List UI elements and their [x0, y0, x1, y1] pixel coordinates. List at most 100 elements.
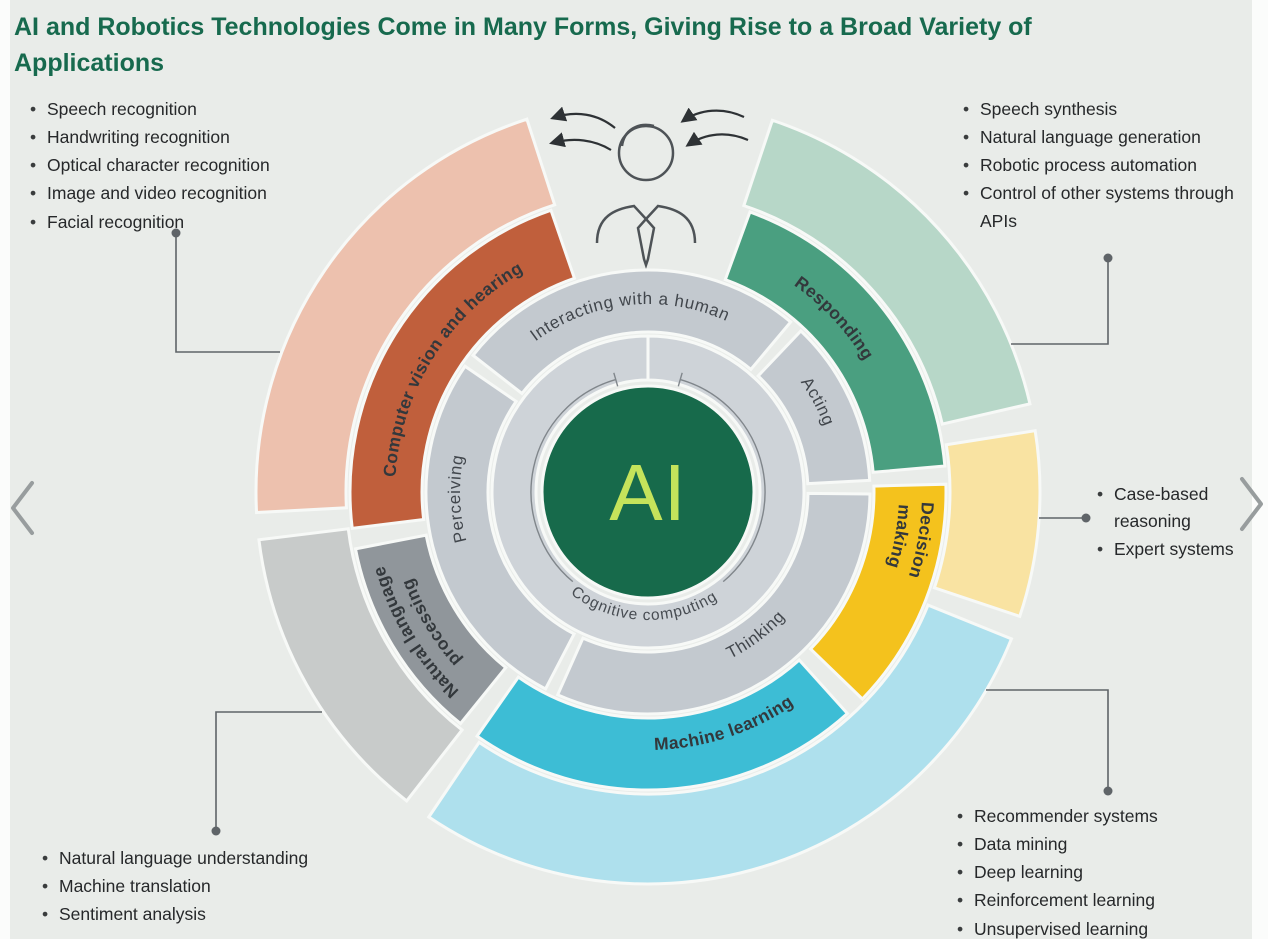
person-icon: [595, 123, 697, 269]
list-item: • Natural language understanding: [42, 845, 422, 872]
person-hair: [620, 123, 655, 147]
list-item: • Control of other systems through APIs: [963, 180, 1247, 234]
list-item-label: Image and video recognition: [47, 183, 267, 204]
list-item-label: Optical character recognition: [47, 155, 270, 176]
list-item: • Machine translation: [42, 873, 422, 900]
list-item: •Handwriting recognition: [30, 124, 360, 151]
bullet-icon: •: [963, 127, 970, 148]
bracket-cap: [677, 372, 683, 387]
list-item-label: Sentiment analysis: [59, 904, 206, 925]
bullet-icon: •: [1097, 539, 1104, 560]
page-title: AI and Robotics Technologies Come in Man…: [14, 10, 1174, 81]
connector-dot: [211, 826, 221, 836]
arrow-out-top-icon: [550, 106, 616, 129]
bullet-icon: •: [957, 806, 964, 826]
bullet-icon: •: [963, 99, 970, 119]
inner-ring: [490, 334, 806, 650]
arrow-out-bottom-icon: [549, 132, 612, 151]
bullet-icon: •: [30, 155, 37, 176]
arrow-in-bottom-icon: [685, 131, 749, 147]
list-item-label: Machine translation: [59, 876, 211, 897]
list-computer-vision-apps: •Speech recognition•Handwriting recognit…: [30, 96, 360, 237]
connector-computer-vision-apps: [175, 233, 280, 353]
list-item: • Sentiment analysis: [42, 901, 422, 928]
list-item: •Unsupervised learning: [957, 916, 1262, 939]
person-shoulders: [595, 204, 697, 244]
list-item-label: Case-based reasoning: [1114, 484, 1209, 532]
list-item: • Data mining: [957, 831, 1262, 858]
segment-perceiving: [424, 364, 577, 691]
segment-pale-natural-language-processing: [257, 527, 465, 804]
list-item-label: Facial recognition: [47, 211, 185, 232]
interaction-arrows-icon: [549, 106, 749, 151]
viewer-edge-right: [1252, 0, 1268, 939]
center-bracket-right: [680, 378, 766, 583]
chevron-right-icon: [1240, 477, 1263, 531]
bullet-icon: •: [963, 183, 970, 204]
segment-pale-computer-vision-and-hearing: [254, 117, 557, 515]
list-responding-apps: •Speech synthesis•Natural language gener…: [963, 96, 1247, 236]
list-item-label: Deep learning: [974, 862, 1083, 883]
bullet-icon: •: [30, 127, 37, 148]
bullet-icon: •: [30, 99, 37, 119]
list-item: •Speech recognition: [30, 96, 360, 123]
carousel-next-button[interactable]: [1234, 474, 1268, 534]
connector-dot: [171, 228, 181, 238]
segment-computer-vision-and-hearing: [348, 208, 577, 530]
list-item: • Optical character recognition: [30, 152, 360, 179]
list-item: • Expert systems: [1097, 536, 1267, 563]
list-item-label: Expert systems: [1114, 539, 1234, 560]
bullet-icon: •: [957, 890, 964, 911]
list-item-label: Natural language generation: [980, 127, 1201, 148]
center-bracket-left: [530, 378, 616, 583]
list-machine-learning-apps: • Recommender systems • Data mining • Deep le…: [957, 803, 1262, 939]
arrow-in-top-icon: [680, 107, 745, 123]
connector-dot: [1081, 513, 1091, 523]
viewer-edge-left: [0, 0, 10, 939]
bullet-icon: •: [42, 848, 49, 868]
person-tie: [636, 217, 656, 269]
bullet-icon: •: [42, 904, 49, 925]
connector-responding-apps: [1011, 258, 1109, 345]
list-item-label: Robotic process automation: [980, 155, 1197, 176]
segment-natural-language-processing: [353, 533, 508, 726]
list-decision-making-apps: • Case-based reasoning • Expert systems: [1097, 481, 1267, 564]
segment-responding: [723, 210, 947, 474]
segment-interacting-with-a-human: [470, 268, 793, 396]
list-item: • Deep learning: [957, 859, 1262, 886]
connector-machine-learning-apps: [986, 689, 1109, 791]
bullet-icon: •: [957, 834, 964, 855]
bullet-icon: •: [963, 155, 970, 176]
bullet-icon: •: [957, 862, 964, 883]
list-item-label: Data mining: [974, 834, 1068, 855]
chevron-left-icon: [11, 481, 34, 535]
list-item: •Speech synthesis: [963, 96, 1247, 123]
segment-machine-learning: [474, 657, 850, 792]
bullet-icon: •: [30, 211, 37, 232]
list-item-label: Recommender systems: [974, 806, 1158, 826]
ai-label: AI: [609, 448, 687, 537]
bracket-cap: [613, 372, 619, 387]
page-title-line1: AI and Robotics Technologies Come in Man…: [14, 13, 1032, 41]
carousel-prev-button[interactable]: [6, 478, 40, 538]
segment-pale-machine-learning: [426, 603, 1014, 886]
segment-pale-responding: [741, 118, 1032, 426]
page-title-line2: Applications: [14, 48, 165, 77]
connector-nlp-apps: [215, 711, 322, 831]
bullet-icon: •: [30, 183, 37, 204]
segment-thinking: [555, 491, 872, 716]
bullet-icon: •: [1097, 484, 1104, 504]
segment-acting: [756, 328, 872, 486]
list-item: •Reinforcement learning: [957, 887, 1262, 914]
list-item: • Facial recognition: [30, 209, 360, 236]
list-item: • Natural language generation: [963, 124, 1247, 151]
list-item-label: Control of other systems through APIs: [980, 183, 1234, 231]
list-item-label: Natural language understanding: [59, 848, 309, 868]
bullet-icon: •: [42, 876, 49, 897]
list-item: • Image and video recognition: [30, 180, 360, 207]
connector-dot: [1103, 253, 1113, 263]
center-circle: [540, 384, 756, 600]
list-item: • Recommender systems: [957, 803, 1262, 830]
